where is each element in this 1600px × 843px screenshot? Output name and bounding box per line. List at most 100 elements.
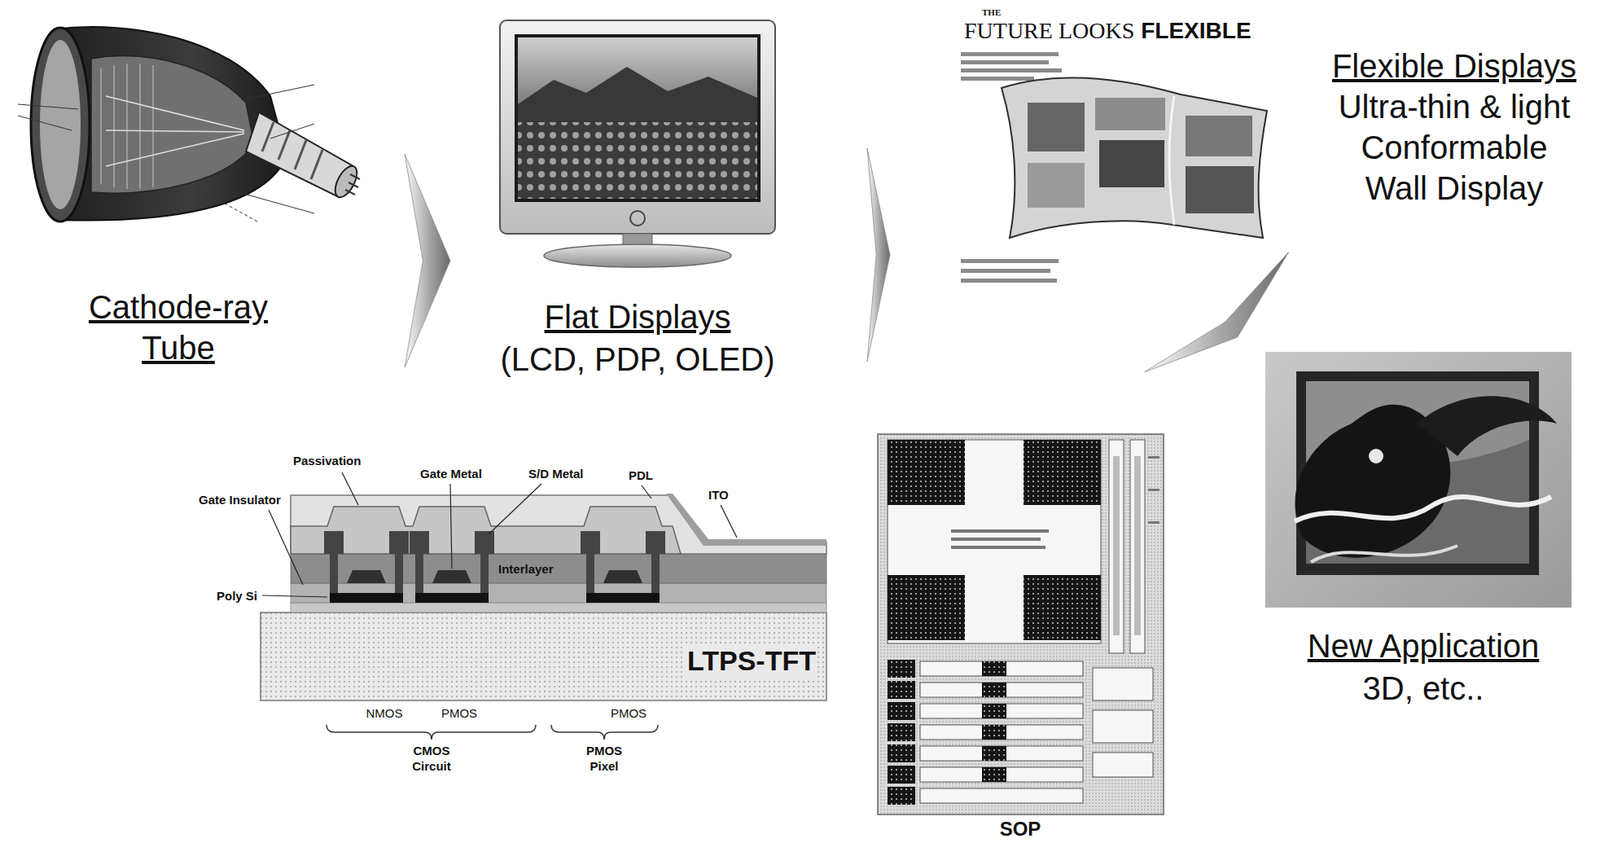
sop-layout-illustration-part bbox=[1023, 439, 1101, 505]
flexible-display-illustration-part bbox=[1095, 97, 1166, 131]
3d-display-illustration-part bbox=[1416, 395, 1557, 456]
ltps-tft-cross-section-part bbox=[346, 569, 386, 584]
sop-row-part bbox=[920, 703, 1083, 719]
flexible-display-illustration-part bbox=[1001, 78, 1267, 238]
part-label: LTPS-TFT bbox=[685, 643, 818, 679]
flat-tv-illustration-part bbox=[499, 20, 776, 234]
part-label: Interlayer bbox=[498, 561, 554, 577]
ltps-tft-cross-section-part bbox=[262, 595, 328, 597]
ltps-tft-cross-section-part bbox=[666, 493, 827, 546]
flexible-display-illustration-part bbox=[1027, 102, 1085, 152]
sop-layout-illustration-part bbox=[887, 439, 965, 505]
sop-layout-illustration-part bbox=[1148, 455, 1160, 459]
sop-layout-illustration-part bbox=[1023, 574, 1101, 640]
sop-row-part bbox=[887, 701, 916, 720]
ltps-tft-cross-section-part bbox=[603, 569, 643, 584]
flexible-display-illustration-part bbox=[1099, 140, 1165, 188]
flexible-display-illustration-part bbox=[1185, 115, 1253, 157]
part-label: Gate Metal bbox=[420, 465, 483, 482]
crt-illustration-part bbox=[345, 174, 360, 195]
part-label: NMOS bbox=[366, 705, 404, 721]
part-label: PMOS bbox=[441, 705, 478, 721]
flexible-display-illustration-part bbox=[1027, 162, 1085, 208]
sop-row-part bbox=[981, 682, 1007, 697]
sop-row bbox=[887, 659, 1083, 805]
stage-group: New Application3D, etc.. bbox=[1265, 351, 1575, 719]
sop-row-part bbox=[981, 767, 1007, 782]
stage-title: Flat Displays bbox=[544, 296, 732, 338]
flexible-display-illustration-part bbox=[1185, 166, 1254, 214]
ltps-tft-cross-section-part bbox=[260, 612, 827, 701]
ltps-tft-cross-section-part bbox=[290, 602, 827, 613]
sop-layout-illustration bbox=[877, 433, 1164, 815]
flexible-display-illustration-part bbox=[960, 60, 1049, 65]
sop-row-part bbox=[920, 767, 1083, 782]
sop-layout-illustration-part bbox=[1109, 439, 1124, 654]
stage-group: Flat Displays(LCD, PDP, OLED) bbox=[488, 20, 798, 391]
flexible-display-illustration-part bbox=[960, 76, 1035, 81]
sop-layout-illustration-part bbox=[1113, 455, 1120, 636]
stage-title: Cathode-ray Tube bbox=[80, 286, 277, 369]
ltps-tft-cross-section-part bbox=[329, 592, 404, 603]
flexible-display-illustration-part bbox=[960, 52, 1059, 57]
ltps-tft-cross-section-part bbox=[450, 483, 452, 569]
sop-layout-illustration-part bbox=[887, 439, 1101, 644]
crt-illustration-part bbox=[195, 187, 258, 222]
sop-row-part bbox=[920, 661, 1083, 676]
ltps-tft-cross-section-part bbox=[324, 530, 344, 554]
ltps-tft-cross-section-part bbox=[488, 483, 542, 535]
part-label: SOP bbox=[999, 816, 1042, 842]
ltps-tft-cross-section bbox=[260, 472, 827, 740]
flat-tv-illustration-part bbox=[630, 210, 645, 226]
ltps-tft-cross-section-part bbox=[415, 592, 489, 603]
flexible-display-illustration-part bbox=[1169, 96, 1175, 225]
sop-layout-illustration-part bbox=[1092, 667, 1153, 701]
sop-row-part bbox=[887, 786, 916, 805]
flexible-display-illustration-part bbox=[960, 268, 1051, 273]
3d-display-illustration-part bbox=[1265, 351, 1572, 608]
flow-arrow bbox=[867, 148, 890, 362]
ltps-tft-cross-section-part bbox=[415, 553, 424, 593]
3d-display-illustration-part bbox=[1368, 448, 1384, 464]
flexible-display-illustration-part bbox=[960, 278, 1057, 283]
ltps-tft-cross-section-part bbox=[394, 553, 404, 593]
flat-tv-illustration-part bbox=[543, 244, 732, 268]
part-label: S/D Metal bbox=[528, 465, 584, 482]
ltps-tft-cross-section-part bbox=[651, 553, 660, 593]
crt-illustration-part bbox=[17, 104, 79, 131]
part-label: THE bbox=[981, 6, 1001, 18]
sop-layout-illustration-part bbox=[887, 574, 965, 640]
sop-layout-illustration-part bbox=[877, 433, 1164, 815]
ltps-tft-cross-section-part bbox=[480, 553, 489, 593]
sop-row-part bbox=[981, 724, 1007, 740]
stage-group: Flexible DisplaysUltra-thin & light Conf… bbox=[959, 9, 1592, 279]
sop-row-part bbox=[920, 682, 1083, 697]
ltps-tft-cross-section-part bbox=[389, 530, 409, 554]
ltps-tft-cross-section-part bbox=[580, 530, 601, 554]
stage-title: New Application bbox=[1307, 625, 1540, 667]
part-label: ITO bbox=[708, 486, 729, 503]
stage-subtitle: (LCD, PDP, OLED) bbox=[499, 338, 775, 380]
crt-illustration-part bbox=[330, 162, 361, 201]
stage-subtitle: 3D, etc.. bbox=[1363, 667, 1485, 709]
flexible-display-illustration-part bbox=[960, 68, 1062, 73]
sop-row-part bbox=[981, 703, 1007, 719]
ltps-tft-cross-section-part bbox=[326, 724, 536, 740]
ltps-tft-cross-section-part bbox=[268, 509, 303, 585]
flexible-display-illustration-part bbox=[960, 258, 1059, 264]
sop-layout-illustration-part bbox=[1148, 521, 1160, 524]
part-label: PMOS Pixel bbox=[578, 742, 630, 774]
flexible-display-illustration bbox=[960, 52, 1267, 283]
3d-display-illustration-part bbox=[1294, 496, 1552, 522]
flat-tv-illustration-part bbox=[517, 122, 758, 199]
flow-arrow bbox=[404, 153, 451, 368]
sop-row-part bbox=[887, 744, 916, 763]
crt-illustration-part bbox=[105, 96, 245, 167]
part-label: CMOS Circuit bbox=[406, 742, 457, 774]
sop-row-part bbox=[981, 745, 1007, 761]
sop-row-part bbox=[887, 723, 916, 741]
